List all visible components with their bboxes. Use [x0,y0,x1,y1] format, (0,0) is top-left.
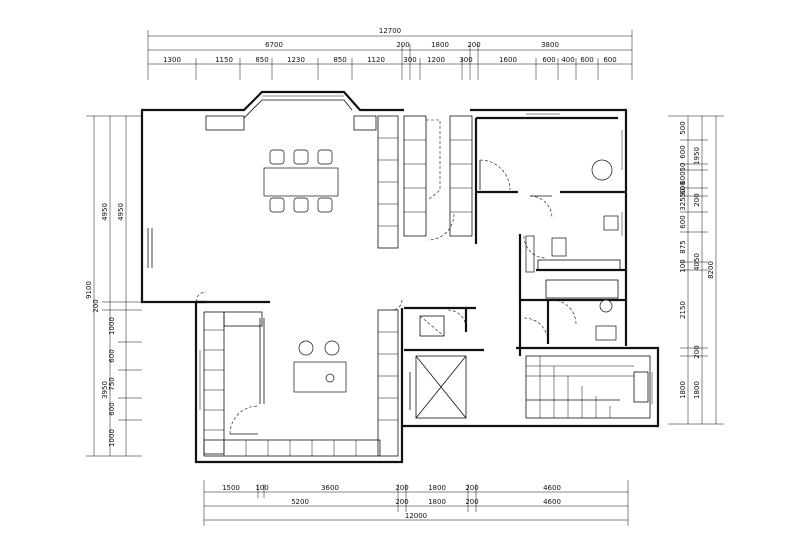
top-dim-row3-10: 1600 [499,56,517,64]
left-dim-total: 9100 [85,281,93,299]
right-dim-upper: 1950 [693,147,701,165]
right-dim-upper-part-4: 50 [679,163,687,172]
right-dim-total: 8200 [707,261,715,279]
kitchen-island [293,340,347,393]
right-dim-mid-part-2: 600 [679,215,687,228]
left-dim-lower-2: 600 [108,349,116,362]
sliding-doors [147,228,265,404]
right-dim-upper-part-6: 50 [679,189,687,198]
left-dim-gap: 200 [92,299,100,312]
top-dimension-chain [147,30,633,80]
cabinetry [203,115,621,457]
top-dim-row3-11: 600 [542,56,555,64]
bottom-dim-row2-4: 200 [465,498,478,506]
left-dim-lower-4: 600 [108,402,116,415]
top-dim-row3-1: 1300 [163,56,181,64]
right-dim-upper-part-1: 500 [679,121,687,134]
left-dimension-chain [86,115,142,457]
top-dim-row2-d: 200 [467,41,480,49]
interior-walls [404,116,626,356]
bottom-dim-row2-5: 4600 [543,498,561,506]
bottom-dim-row2-2: 200 [395,498,408,506]
bathroom-fixtures [525,159,619,341]
left-dim-lower-1: 1000 [108,317,116,335]
top-dim-row3-12: 400 [561,56,574,64]
top-dim-row3-9: 300 [459,56,472,64]
top-dim-row3-6: 1120 [367,56,385,64]
left-dim-upper-a: 4950 [101,203,109,221]
dining-set [263,149,339,213]
top-dim-row3-4: 1230 [287,56,305,64]
elevator-shaft [409,355,467,419]
top-dim-row2-c: 1800 [431,41,449,49]
right-dim-mid-lower: 2150 [679,301,687,319]
left-dim-lower-3: 750 [108,377,116,390]
right-dim-bottom-b: 1800 [693,381,701,399]
right-dim-gap-bottom: 200 [693,345,701,358]
right-dim-upper-part-5: 600 [679,181,687,194]
top-dim-row2-e: 3800 [541,41,559,49]
bottom-dim-row1-7: 4600 [543,484,561,492]
left-dim-lower-total: 3950 [101,381,109,399]
top-dim-row3-13: 600 [580,56,593,64]
bottom-dim-row1-4: 200 [395,484,408,492]
right-dim-bottom-a: 1800 [679,381,687,399]
right-dim-mid-part-3: 875 [679,240,687,253]
bottom-dim-row2-3: 1800 [428,498,446,506]
bottom-dim-row1-6: 200 [465,484,478,492]
bottom-dim-row1-1: 1500 [222,484,240,492]
top-dim-row2-a: 6700 [265,41,283,49]
top-dim-total: 12700 [379,27,401,35]
bottom-dimension-chain [203,480,629,526]
right-dimension-chain [668,115,724,425]
top-dim-row3-8: 1200 [427,56,445,64]
right-dim-mid: 4050 [693,253,701,271]
door-swings [195,159,577,435]
bottom-dim-row1-2: 100 [255,484,268,492]
right-dim-gap-top: 200 [693,193,701,206]
right-dim-mid-part-4: 100 [679,259,687,272]
bottom-dim-total: 12000 [405,512,427,520]
right-dim-upper-part-2: 600 [679,145,687,158]
windows [199,95,653,410]
left-dim-lower-5: 1000 [108,429,116,447]
right-dim-upper-part-3: 600 [679,171,687,184]
top-dim-row3-7: 300 [403,56,416,64]
bottom-dim-row2-1: 5200 [291,498,309,506]
top-dim-row2-b: 200 [396,41,409,49]
right-dim-mid-part-1: 325 [679,197,687,210]
bottom-dim-row1-3: 3600 [321,484,339,492]
top-dim-row3-3: 850 [255,56,268,64]
top-dim-row3-5: 850 [333,56,346,64]
staircase [525,355,651,419]
exterior-walls [140,90,660,464]
wc-fixtures [419,315,445,337]
bottom-dim-row1-5: 1800 [428,484,446,492]
top-dim-row3-14: 600 [603,56,616,64]
left-dim-upper-b: 4950 [117,203,125,221]
top-dim-row3-2: 1150 [215,56,233,64]
